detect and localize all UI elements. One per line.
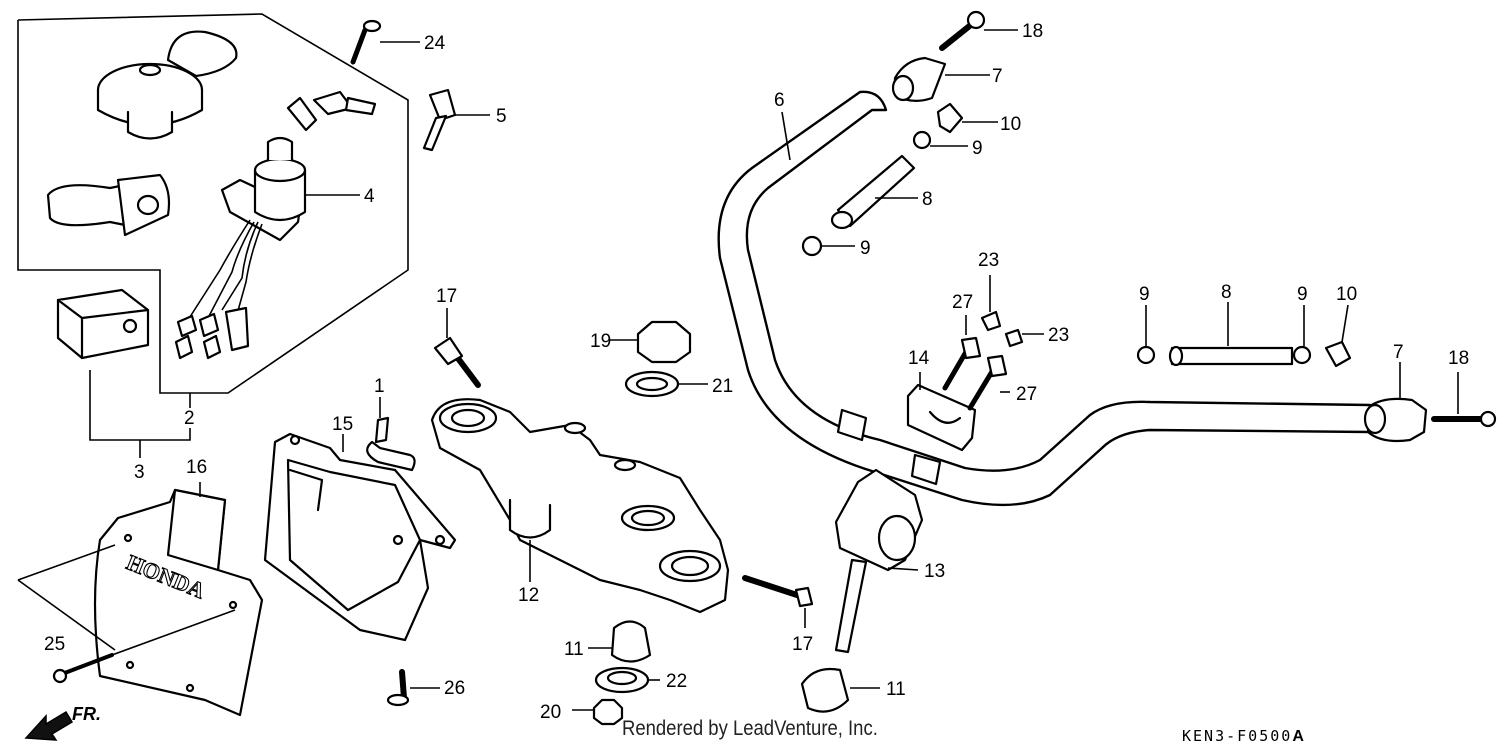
key-5 [422, 88, 490, 152]
callout-6: 6 [774, 90, 785, 111]
diagram-code: KEN3-F0500A [1182, 727, 1304, 746]
callout-10-top: 10 [1000, 114, 1021, 135]
callout-27-top: 27 [952, 292, 973, 313]
callout-13: 13 [924, 561, 945, 582]
callout-3: 3 [134, 462, 145, 483]
rubber-11-left [588, 620, 652, 663]
callout-14: 14 [908, 348, 930, 369]
callout-10-right: 10 [1336, 284, 1357, 305]
callout-21: 21 [712, 376, 733, 397]
meter-cover-16: HONDA [17, 482, 264, 717]
key-knob [46, 173, 171, 237]
render-credit: Rendered by LeadVenture, Inc. [622, 717, 878, 740]
screw-24 [350, 19, 420, 65]
weight-8-right [1168, 302, 1294, 367]
callout-labels: 24 5 4 2 3 16 25 26 15 1 17 12 19 21 11 … [44, 21, 1469, 723]
shaft-13 [834, 468, 924, 654]
screw-25 [52, 609, 236, 684]
callout-4: 4 [364, 186, 375, 207]
bolt-17-right [742, 575, 814, 628]
diagram-code-suffix: A [1292, 728, 1304, 745]
band-1 [366, 397, 416, 472]
callout-18-right: 18 [1448, 348, 1469, 369]
callout-15: 15 [332, 414, 353, 435]
front-direction-arrow: FR. [24, 704, 101, 741]
clip-10-right [1324, 304, 1352, 368]
callout-9-right-a: 9 [1139, 284, 1150, 305]
callout-5: 5 [496, 106, 507, 127]
callout-17-right: 17 [792, 634, 813, 655]
washer-21 [624, 370, 708, 398]
weight-8-top [830, 154, 918, 230]
callout-26: 26 [444, 678, 465, 699]
ignition-assembly-outline [17, 13, 409, 458]
callout-11-left: 11 [564, 639, 584, 660]
cap-23-top [980, 275, 1002, 332]
collar-9-right-b [1292, 305, 1312, 365]
callout-25: 25 [44, 634, 65, 655]
rubber-block-2 [56, 288, 150, 360]
diagram-code-text: KEN3-F0500 [1182, 727, 1293, 745]
collar-9-top [912, 130, 968, 150]
callout-19: 19 [590, 331, 611, 352]
washer-22 [594, 666, 660, 694]
ignition-switch [174, 90, 377, 360]
cap-19 [610, 320, 692, 364]
ignition-cover [96, 30, 238, 140]
bolt-18-top [939, 10, 1018, 51]
callout-9-right-b: 9 [1297, 284, 1308, 305]
bar-holder-14 [906, 372, 977, 452]
callout-8-right: 8 [1221, 282, 1232, 303]
callout-1: 1 [374, 376, 385, 397]
bolt-27-right [967, 354, 1010, 411]
nut-20 [572, 698, 624, 726]
clip-10-top [936, 102, 998, 134]
callout-23-right: 23 [1048, 325, 1069, 346]
callout-8-top: 8 [922, 189, 933, 210]
callout-12: 12 [518, 585, 539, 606]
bolt-27-left [942, 315, 982, 391]
callout-18-top: 18 [1022, 21, 1043, 42]
cap-23-right [1004, 328, 1044, 348]
collar-9-mid [801, 235, 855, 257]
bar-end-7-right [1363, 362, 1428, 443]
callout-9-mid: 9 [860, 238, 871, 259]
callout-7-right: 7 [1393, 342, 1404, 363]
rubber-11-right [800, 667, 880, 713]
bar-end-7-top [891, 56, 990, 102]
meter-case-15 [263, 432, 457, 642]
callout-23-top: 23 [978, 250, 999, 271]
direction-label: FR. [72, 704, 101, 724]
callout-20: 20 [540, 702, 561, 723]
handlebar-6 [717, 90, 1372, 507]
callout-11-right: 11 [886, 679, 906, 700]
bolt-18-right [1431, 372, 1497, 428]
bolt-17-top [433, 308, 481, 388]
top-bridge-12 [430, 398, 730, 614]
bolt-26 [386, 669, 440, 707]
callout-9-top: 9 [972, 138, 983, 159]
callout-22: 22 [666, 671, 687, 692]
callout-7-top: 7 [992, 66, 1003, 87]
callout-24: 24 [424, 33, 446, 54]
callout-2: 2 [184, 408, 195, 429]
callout-17-top: 17 [436, 286, 457, 307]
callout-16: 16 [186, 457, 207, 478]
collar-9-right-a [1136, 305, 1156, 365]
callout-27-right: 27 [1016, 384, 1037, 405]
